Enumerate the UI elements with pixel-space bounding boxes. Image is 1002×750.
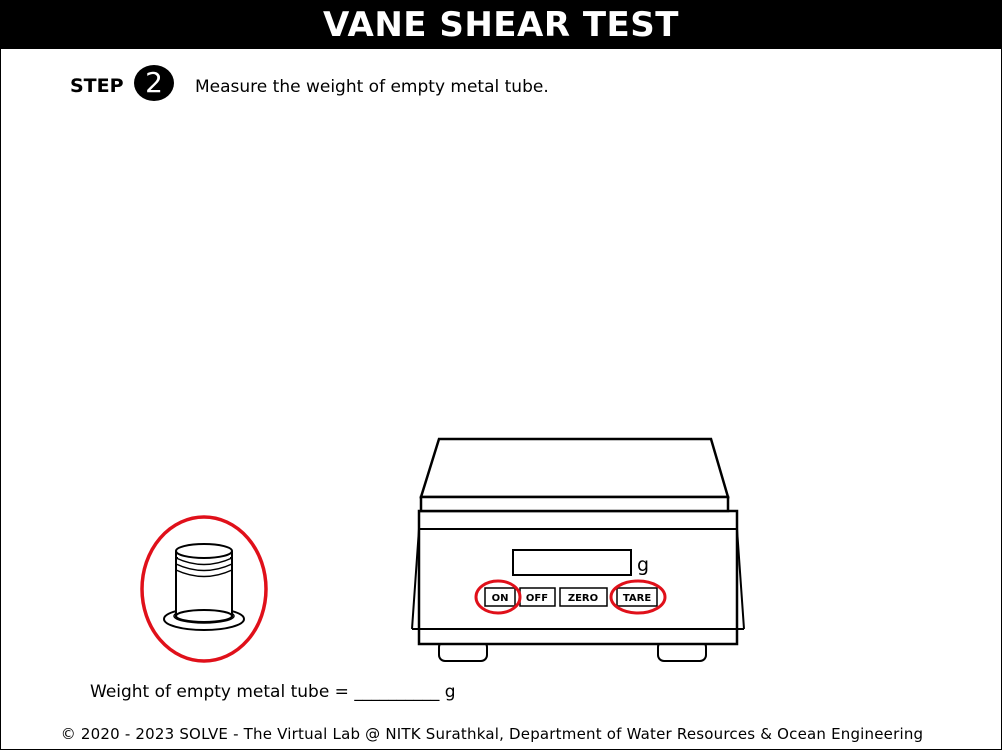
zero-button[interactable]: ZERO <box>559 587 608 607</box>
step-label: STEP <box>70 75 124 97</box>
tube-highlight-circle <box>140 515 268 663</box>
metal-tube[interactable] <box>163 543 245 631</box>
copyright-footer: © 2020 - 2023 SOLVE - The Virtual Lab @ … <box>60 725 924 743</box>
step-number-badge: 2 <box>134 65 174 101</box>
scale-unit: g <box>637 554 649 576</box>
scale-display <box>512 549 632 576</box>
weighing-scale <box>411 437 745 662</box>
on-button[interactable]: ON <box>484 587 516 607</box>
tare-button-highlight <box>609 579 667 615</box>
step-instruction: Measure the weight of empty metal tube. <box>195 77 549 97</box>
tare-button-label: TARE <box>623 593 651 604</box>
tare-button[interactable]: TARE <box>616 587 658 607</box>
off-button[interactable]: OFF <box>519 587 556 607</box>
page-title: VANE SHEAR TEST <box>1 1 1001 49</box>
off-button-label: OFF <box>526 593 548 604</box>
result-weight-label: Weight of empty metal tube = __________ … <box>90 682 456 702</box>
on-button-label: ON <box>492 593 509 604</box>
zero-button-label: ZERO <box>568 593 598 604</box>
on-button-highlight <box>474 579 522 615</box>
